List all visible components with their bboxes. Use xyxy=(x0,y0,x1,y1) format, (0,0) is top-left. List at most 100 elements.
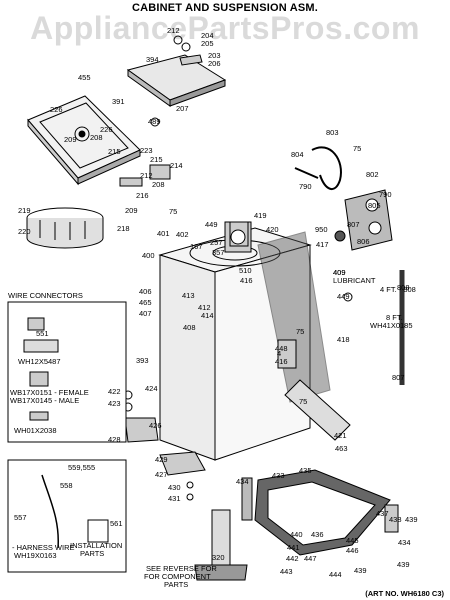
part-number-label: 218 xyxy=(117,224,130,233)
installation-parts-label: PARTS xyxy=(80,549,104,558)
part-number-label: 203 xyxy=(208,51,221,60)
part-number-label: 220 xyxy=(18,227,31,236)
part-number-label: 436 xyxy=(311,530,324,539)
part-number-label: 444 xyxy=(329,570,342,579)
part-number-label: 207 xyxy=(176,104,189,113)
part-number-label: 442 xyxy=(286,554,299,563)
water-valve-part xyxy=(344,189,393,251)
part-number-label: 418 xyxy=(337,335,350,344)
part-number-label: 439 xyxy=(397,560,410,569)
part-number-label: 430 xyxy=(168,483,181,492)
wc-part-2: WB17X0151 - FEMALE xyxy=(10,388,89,397)
part-number-label: 463 xyxy=(335,444,348,453)
part-number-label: 216 xyxy=(136,191,149,200)
part-number-label: 455 xyxy=(78,73,91,82)
part-number-label: 417 xyxy=(316,240,329,249)
part-number-label: 449 xyxy=(205,220,218,229)
part-number-label: 434 xyxy=(236,477,249,486)
part-number-label: 448 xyxy=(275,344,288,353)
part-number-label: 208 xyxy=(90,133,103,142)
part-number-label: 408 xyxy=(183,323,196,332)
part-number-label: 489 xyxy=(148,117,161,126)
part-number-label: 426 xyxy=(149,421,162,430)
see-reverse-callout: SEE REVERSE FOR xyxy=(146,564,217,573)
harness-part-1: 558 xyxy=(60,481,73,490)
part-number-label: 409 xyxy=(333,268,346,277)
part-number-label: 320 xyxy=(212,553,225,562)
part-number-label: 441 xyxy=(287,543,300,552)
harness-part-3: 561 xyxy=(110,519,123,528)
part-number-label: 421 xyxy=(334,431,347,440)
part-number-label: 208 xyxy=(152,180,165,189)
part-number-label: 206 xyxy=(208,59,221,68)
installation-label: INSTALLATION xyxy=(70,541,122,550)
part-number-label: 209 xyxy=(64,135,77,144)
part-number-label: 439 xyxy=(354,566,367,575)
part-number-label: 419 xyxy=(254,211,267,220)
part-number-label: 439 xyxy=(405,515,418,524)
part-number-label: 433 xyxy=(272,471,285,480)
part-number-label: 393 xyxy=(136,356,149,365)
part-number-label: 423 xyxy=(108,399,121,408)
part-number-label: 219 xyxy=(18,206,31,215)
harness-box xyxy=(7,459,127,573)
wc-part-4: WH01X2038 xyxy=(14,426,57,435)
wire-connectors-box xyxy=(7,301,127,443)
callout-line: 409 xyxy=(333,268,346,277)
part-number-label: 447 xyxy=(304,554,317,563)
part-number-label: 431 xyxy=(168,494,181,503)
part-number-label: 413 xyxy=(182,291,195,300)
art-number: (ART NO. WH6180 C3) xyxy=(365,589,444,598)
harness-part-2: 557 xyxy=(14,513,27,522)
part-number-label: 950 xyxy=(315,225,328,234)
part-number-label: 427 xyxy=(155,470,168,479)
part-number-label: 226 xyxy=(100,125,113,134)
parts-callout: PARTS xyxy=(164,580,188,589)
part-number-label: 437 xyxy=(376,509,389,518)
part-number-label: 420 xyxy=(266,225,279,234)
part-number-label: 75 xyxy=(169,207,177,216)
part-number-label: 807 xyxy=(347,220,360,229)
part-number-label: 400 xyxy=(142,251,155,260)
part-number-label: 75 xyxy=(353,144,361,153)
part-number-label: 445 xyxy=(346,536,359,545)
part-number-label: 394 xyxy=(146,55,159,64)
part-number-label: 167 xyxy=(190,242,203,251)
part-number-label: 212 xyxy=(167,26,180,35)
part-number-label: 414 xyxy=(201,311,214,320)
part-number-label: 205 xyxy=(201,39,214,48)
top-cover-part xyxy=(27,95,141,179)
part-number-label: 429 xyxy=(155,455,168,464)
part-number-label: 215 xyxy=(108,147,121,156)
part-number-label: 438 xyxy=(389,515,402,524)
callout-line: LUBRICANT xyxy=(333,276,376,285)
part-number-label: 807 xyxy=(392,373,405,382)
part-number-label: 424 xyxy=(145,384,158,393)
hose-8ft-callout: 8 FT. xyxy=(386,313,403,322)
wire-connectors-heading: WIRE CONNECTORS xyxy=(8,291,83,300)
part-number-label: 449 xyxy=(337,292,350,301)
part-number-label: 802 xyxy=(366,170,379,179)
part-number-label: 402 xyxy=(176,230,189,239)
part-number-label: 401 xyxy=(157,229,170,238)
part-number-label: 407 xyxy=(139,309,152,318)
part-number-label: 443 xyxy=(280,567,293,576)
part-number-label: 790 xyxy=(379,190,392,199)
part-number-label: 446 xyxy=(346,546,359,555)
part-number-label: 75 xyxy=(299,397,307,406)
part-number-label: 226 xyxy=(50,105,63,114)
part-number-label: 803 xyxy=(326,128,339,137)
hose-4ft-callout: 4 FT. - 808 xyxy=(380,285,416,294)
wc-part-0: 551 xyxy=(36,329,49,338)
part-number-label: 510 xyxy=(239,266,252,275)
part-number-label: 412 xyxy=(198,303,211,312)
part-number-label: 214 xyxy=(170,161,183,170)
wc-part-3: WB17X0145 - MALE xyxy=(10,396,79,405)
part-number-label: 406 xyxy=(139,287,152,296)
part-number-label: 223 xyxy=(140,146,153,155)
part-number-label: 806 xyxy=(357,237,370,246)
part-number-label: 391 xyxy=(112,97,125,106)
part-number-label: 204 xyxy=(201,31,214,40)
part-number-label: 416 xyxy=(275,357,288,366)
part-number-label: 804 xyxy=(291,150,304,159)
